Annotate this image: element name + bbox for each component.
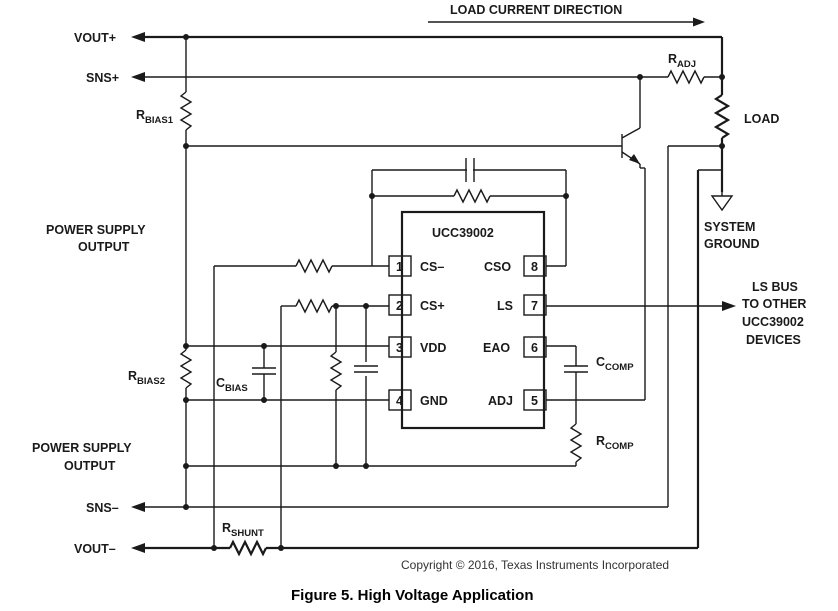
r-shunt-resistor xyxy=(229,539,267,557)
pin-box-5 xyxy=(523,389,547,411)
power-supply-output-2-line2: OUTPUT xyxy=(64,459,116,473)
load-current-direction-label: LOAD CURRENT DIRECTION xyxy=(450,3,622,17)
ic-left-pins xyxy=(388,255,412,411)
feedback-resistor xyxy=(453,188,491,204)
pin3-number: 3 xyxy=(396,341,403,355)
sns-minus-label: SNS– xyxy=(86,501,119,515)
r-bias2-resistor xyxy=(179,349,193,389)
figure-caption: Figure 5. High Voltage Application xyxy=(291,587,534,604)
pin-box-7 xyxy=(523,294,547,316)
vout-minus-label: VOUT– xyxy=(74,542,116,556)
load-current-arrow xyxy=(428,17,705,27)
pin7-name: LS xyxy=(497,299,513,313)
ls-bus-line3: UCC39002 xyxy=(742,315,804,329)
r-bias1-label: RBIAS1 xyxy=(136,108,174,126)
ls-bus-line1: LS BUS xyxy=(752,280,798,294)
cs-plus-wire xyxy=(280,298,389,548)
junction-dots xyxy=(183,34,725,551)
r-adj-resistor xyxy=(667,69,705,85)
pin6-name: EAO xyxy=(483,341,510,355)
compensation-network xyxy=(546,345,588,466)
pin8-name: CSO xyxy=(484,260,511,274)
ls-bus-wire xyxy=(546,301,736,311)
pin3-name: VDD xyxy=(420,341,446,355)
copyright-text: Copyright © 2016, Texas Instruments Inco… xyxy=(401,558,669,572)
c-comp-label: CCOMP xyxy=(596,355,634,373)
r-bias1-resistor xyxy=(179,91,193,131)
r-comp-label: RCOMP xyxy=(596,434,634,452)
vout-plus-rail xyxy=(131,32,724,95)
pin2-name: CS+ xyxy=(420,299,445,313)
power-supply-output-2-line1: POWER SUPPLY xyxy=(32,441,132,455)
ic-right-pins xyxy=(523,255,547,411)
system-ground-symbol xyxy=(710,192,734,212)
vout-plus-label: VOUT+ xyxy=(74,31,116,45)
bias-column-left xyxy=(179,37,193,507)
load-label: LOAD xyxy=(744,112,779,126)
ls-bus-line2: TO OTHER xyxy=(742,297,806,311)
system-ground-label-line2: GROUND xyxy=(704,237,760,251)
r-comp-resistor xyxy=(569,423,583,463)
sns-plus-label: SNS+ xyxy=(86,71,119,85)
ls-bus-line4: DEVICES xyxy=(746,333,801,347)
cs-plus-resistor xyxy=(295,298,333,314)
system-ground-label-line1: SYSTEM xyxy=(704,220,755,234)
feedback-cap-gap xyxy=(467,167,473,173)
vdd-wire xyxy=(186,345,389,400)
cs-filter-resistor xyxy=(329,351,343,391)
power-supply-output-1-line1: POWER SUPPLY xyxy=(46,223,146,237)
r-shunt-label: RSHUNT xyxy=(222,521,264,539)
pin7-number: 7 xyxy=(531,299,538,313)
load-resistor xyxy=(713,94,731,139)
sns-minus-line xyxy=(131,502,668,512)
pin6-number: 6 xyxy=(531,341,538,355)
cs-minus-resistor xyxy=(295,258,333,274)
ic-name: UCC39002 xyxy=(432,226,494,240)
power-supply-output-1-line2: OUTPUT xyxy=(78,240,130,254)
pin5-number: 5 xyxy=(531,394,538,408)
load-return-wires xyxy=(667,145,722,548)
pass-transistor xyxy=(186,77,646,401)
pin8-number: 8 xyxy=(531,260,538,274)
cs-minus-wire xyxy=(213,258,372,548)
pin5-name: ADJ xyxy=(488,394,513,408)
pin-box-2 xyxy=(388,294,412,316)
r-bias2-label: RBIAS2 xyxy=(128,369,165,387)
pin2-number: 2 xyxy=(396,299,403,313)
pin1-name: CS– xyxy=(420,260,444,274)
c-bias-label: CBIAS xyxy=(216,376,248,394)
pin4-number: 4 xyxy=(396,394,403,408)
r-adj-label: RADJ xyxy=(668,52,696,70)
sns-plus-line xyxy=(131,72,722,82)
pin1-number: 1 xyxy=(396,260,403,274)
pin-box-3 xyxy=(388,336,412,358)
ic-body xyxy=(400,210,546,430)
pin4-name: GND xyxy=(420,394,448,408)
pin-box-6 xyxy=(523,336,547,358)
